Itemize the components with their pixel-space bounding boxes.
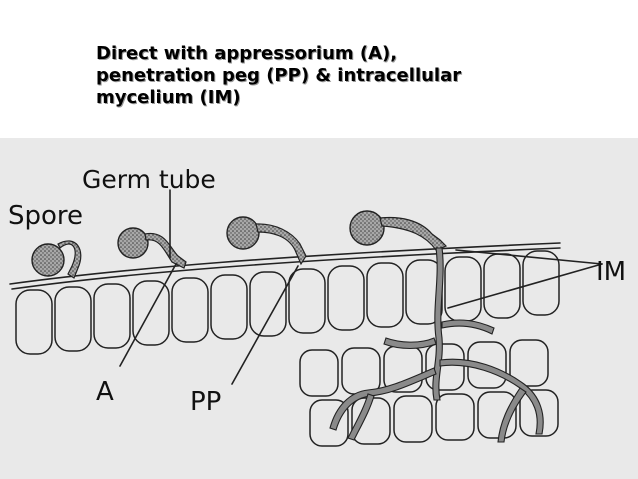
epidermal-cell <box>171 277 209 343</box>
epidermal-cell <box>132 280 170 346</box>
epidermal-cell <box>288 268 326 334</box>
leaf-surface-upper <box>9 242 561 285</box>
germ-tube-label: Germ tube <box>82 165 216 194</box>
epidermal-cell <box>249 271 287 337</box>
inner-cell <box>425 343 465 391</box>
infection-diagram: Germ tube Spore A PP IM <box>0 138 638 479</box>
leader-lines <box>119 189 603 385</box>
inner-cell <box>393 395 433 443</box>
title-line-2: penetration peg (PP) & intracellular <box>96 65 462 86</box>
inner-cell <box>519 389 559 437</box>
inner-cell <box>435 393 475 441</box>
spore-1 <box>31 240 82 279</box>
figure-background <box>0 138 638 479</box>
epidermal-cell <box>15 289 53 355</box>
appressorium-label: A <box>96 377 114 407</box>
intracellular-mycelium <box>329 247 544 443</box>
mycelium-leader-2 <box>455 249 603 265</box>
penetration-peg-label: PP <box>190 387 221 417</box>
epidermal-cell <box>54 286 92 352</box>
inner-cell <box>477 391 517 439</box>
epidermal-cell <box>210 274 248 340</box>
spore-2 <box>117 227 187 269</box>
inner-cell <box>509 339 549 387</box>
appressorium-leader <box>119 263 177 367</box>
penetration-peg-leader <box>231 265 299 385</box>
epidermal-cell <box>327 265 365 331</box>
inner-cell <box>299 349 339 397</box>
leaf-surface-lower <box>11 247 561 290</box>
mycelium-leader-1 <box>447 263 603 309</box>
intracellular-mycelium-label: IM <box>596 257 626 287</box>
title-line-1: Direct with appressorium (A), <box>96 43 398 64</box>
epidermal-cell <box>93 283 131 349</box>
epidermal-cell <box>366 262 404 328</box>
slide-title: Direct with appressorium (A), penetratio… <box>96 43 616 109</box>
epidermal-cell <box>522 250 560 316</box>
spore-label: Spore <box>8 201 83 231</box>
spore-3 <box>226 216 307 266</box>
title-line-3: mycelium (IM) <box>96 87 241 108</box>
inner-cell <box>309 399 349 447</box>
spore-4 <box>349 210 448 251</box>
infection-diagram-svg: Germ tube Spore A PP IM <box>0 138 638 479</box>
